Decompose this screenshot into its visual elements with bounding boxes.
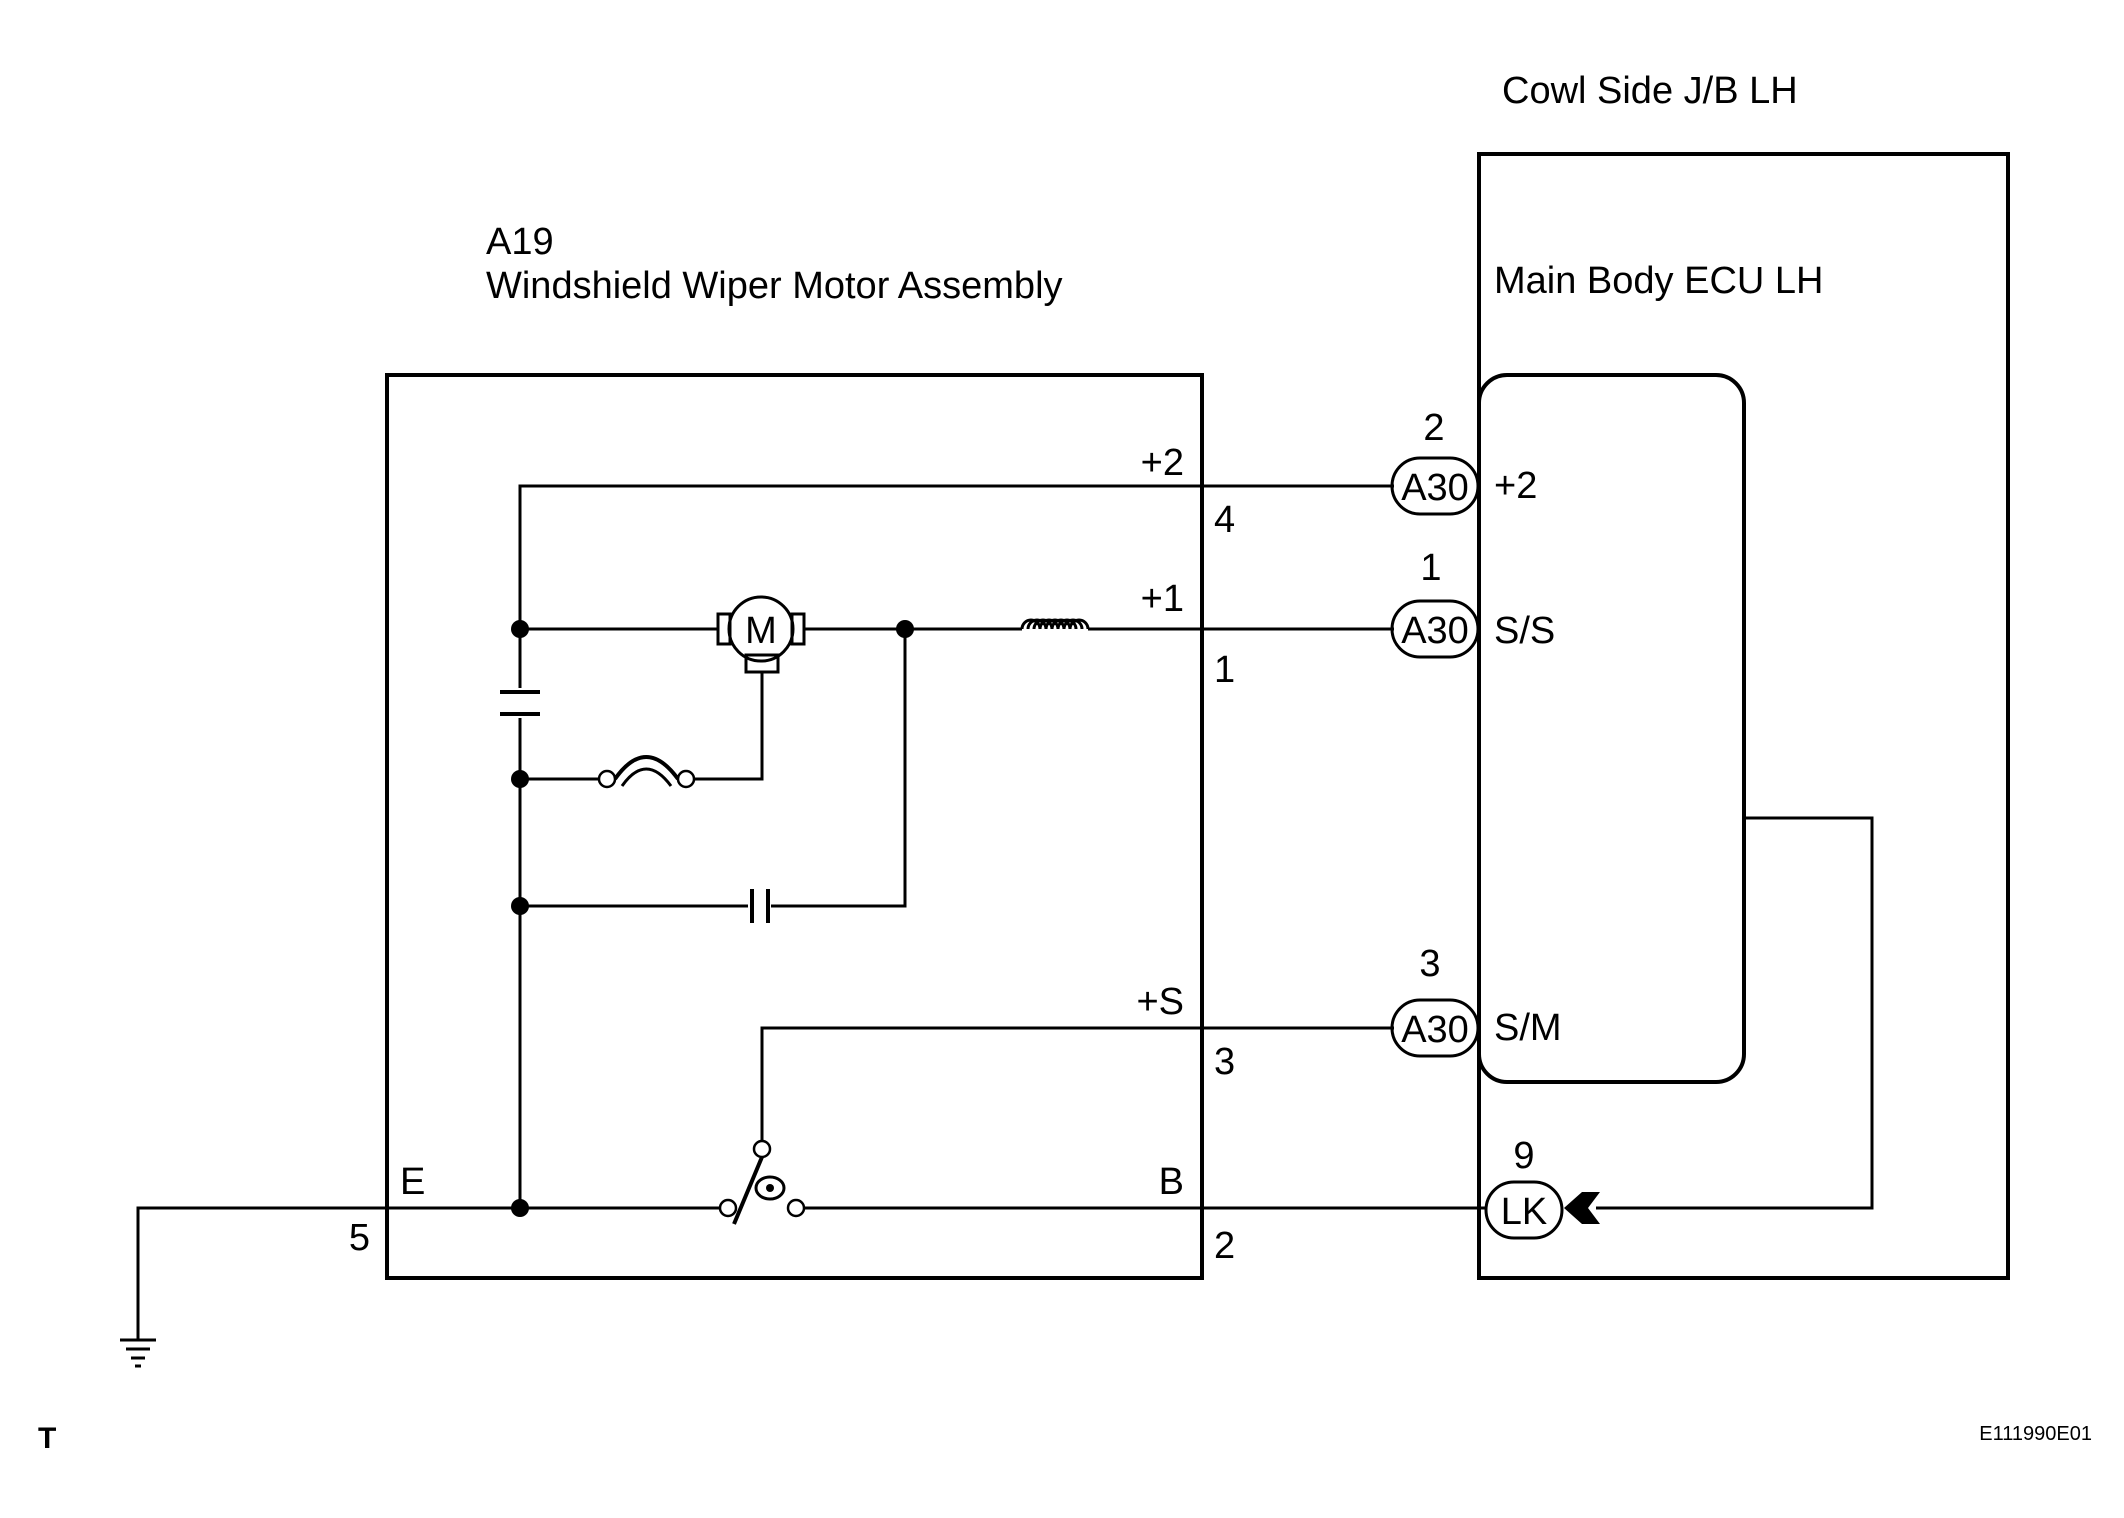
junction-block-title: Cowl Side J/B LH [1502,70,1798,112]
terminal-signal-e: E [400,1161,425,1203]
connector-lk [1484,1180,1564,1240]
connector-a30 [1390,456,1480,516]
terminal-signal-plus1: +1 [1141,578,1184,620]
junction-dot [511,770,529,788]
wire-node-capacitor [771,629,907,908]
switch-icon [718,1139,806,1225]
connector-a30 [1390,599,1480,659]
wire-lk-loop [1596,816,1874,1210]
corner-mark: T [38,1422,56,1455]
wire-plus-s [760,1026,1394,1146]
connector-pin-label: 1 [1420,547,1441,589]
terminal-signal-plus2: +2 [1141,442,1184,484]
capacitor-icon [750,889,770,923]
connector-pin-label: 9 [1513,1135,1534,1177]
circuit-breaker-icon [597,755,696,789]
junction-dot [511,897,529,915]
junction-dot [511,620,529,638]
terminal-pin-5: 5 [349,1217,370,1259]
motor-assembly-title: Windshield Wiper Motor Assembly [486,265,1063,307]
terminal-pin-3: 3 [1214,1041,1235,1083]
terminal-pin-1: 1 [1214,649,1235,691]
connector-code: A30 [1401,467,1469,509]
terminal-signal-plus-s: +S [1136,981,1184,1023]
connector-code: LK [1501,1191,1547,1233]
motor-assembly-box [385,373,1204,1280]
connector-pin-label: 2 [1423,407,1444,449]
figure-id: E111990E01 [1979,1423,2092,1445]
junction-dot [511,1199,529,1217]
terminal-pin-4: 4 [1214,499,1235,541]
connector-pin-label: 3 [1419,943,1440,985]
ecu-signal-label: S/S [1494,610,1555,652]
wire-motor-breaker [692,672,764,781]
ground-icon [120,1338,156,1368]
connector-a30 [1390,998,1480,1058]
wire-plus2 [518,484,1394,1208]
ecu-signal-label: +2 [1494,465,1537,507]
connector-arrow-icon [1564,1192,1600,1224]
ecu-title: Main Body ECU LH [1494,260,1823,302]
motor-letter: M [745,610,777,652]
ecu-box [1477,373,1746,1084]
capacitor-icon [500,688,540,718]
terminal-pin-2: 2 [1214,1225,1235,1267]
inductor-icon [1020,618,1090,630]
junction-dot [896,620,914,638]
terminal-signal-b: B [1159,1161,1184,1203]
connector-code: A30 [1401,1009,1469,1051]
motor-icon: M [716,595,806,674]
connector-code: A30 [1401,610,1469,652]
wire-ground [136,1206,728,1340]
motor-assembly-code: A19 [486,221,554,263]
ecu-signal-label: S/M [1494,1007,1562,1049]
